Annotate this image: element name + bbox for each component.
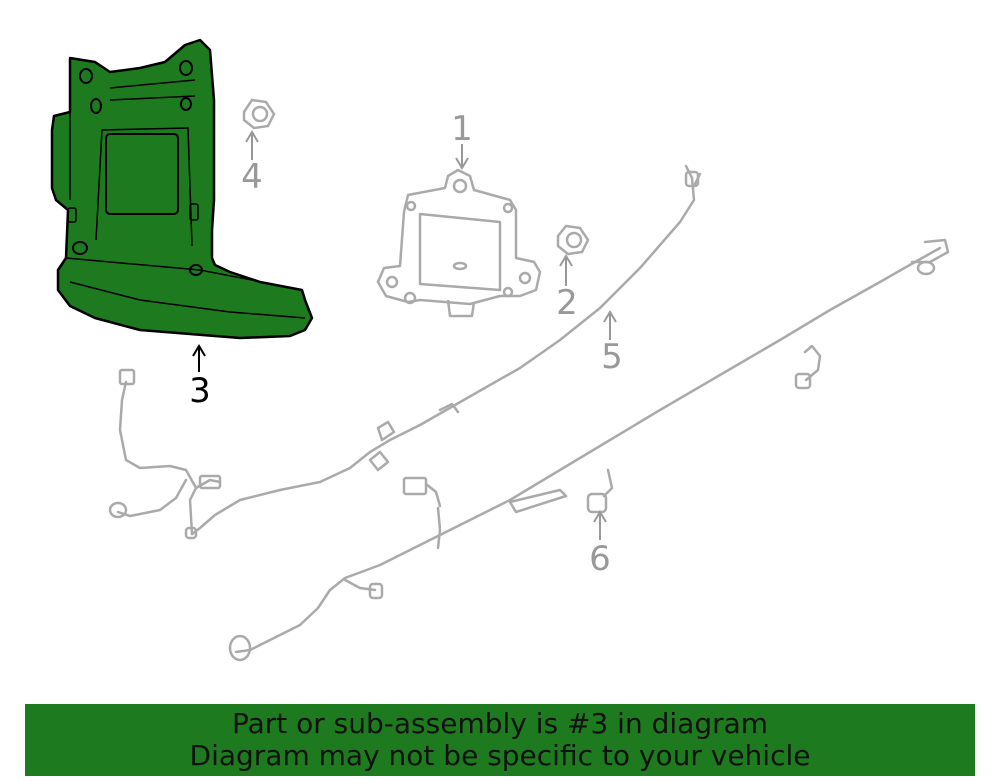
callout-3: 3 [189, 371, 211, 411]
parts-diagram: 1 2 3 4 5 6 [50, 38, 950, 662]
part-1-module[interactable] [376, 168, 542, 318]
leader-lines [192, 130, 617, 540]
callout-5: 5 [601, 337, 623, 377]
callout-1: 1 [451, 109, 473, 149]
callout-6: 6 [589, 539, 611, 579]
part-3-bracket[interactable] [50, 38, 314, 340]
part-4-nut[interactable] [242, 98, 276, 130]
callout-2: 2 [556, 283, 578, 323]
part-5-harness[interactable] [108, 164, 702, 540]
banner-line-1: Part or sub-assembly is #3 in diagram [231, 707, 769, 740]
part-2-nut[interactable] [556, 224, 590, 256]
info-banner: Part or sub-assembly is #3 in diagram Di… [25, 704, 975, 776]
part-6-harness[interactable] [228, 238, 950, 662]
callout-4: 4 [241, 157, 263, 197]
banner-line-2: Diagram may not be specific to your vehi… [189, 739, 811, 772]
